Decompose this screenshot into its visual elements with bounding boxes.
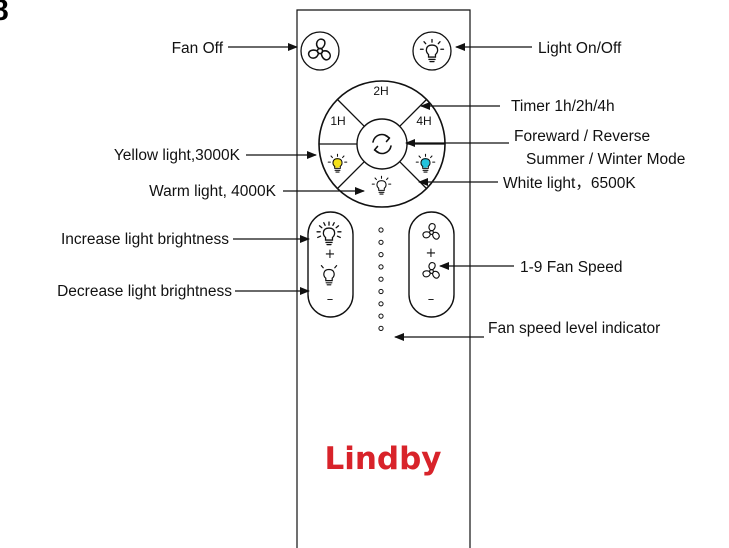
remote-body-outline (296, 9, 471, 548)
fan-off-button[interactable] (300, 31, 340, 71)
callout-fan-speed: 1-9 Fan Speed (520, 259, 623, 276)
speed-indicator-leds (378, 227, 384, 331)
speed-led-9 (378, 325, 384, 331)
callout-fan-off: Fan Off (172, 40, 224, 57)
callout-timer: Timer 1h/2h/4h (511, 98, 615, 115)
speed-led-5 (378, 276, 384, 282)
yellow-light-button[interactable] (327, 153, 348, 173)
callout-increase-brightness: Increase light brightness (61, 231, 229, 248)
timer-2h-button[interactable]: 2H (373, 84, 388, 98)
fan-speed-rocker: + – (408, 211, 455, 318)
speed-led-8 (378, 313, 384, 319)
white-bulb-fill (420, 158, 430, 168)
brand-logo: Lindby (324, 441, 441, 477)
speed-led-7 (378, 301, 384, 307)
callout-yellow-light: Yellow light,3000K (114, 147, 241, 164)
brightness-up-button[interactable]: + (316, 221, 342, 262)
control-ring (318, 80, 446, 208)
callout-decrease-brightness: Decrease light brightness (57, 283, 232, 300)
callout-reverse-line2: Summer / Winter Mode (526, 151, 685, 168)
fan-speed-down-button[interactable]: – (421, 262, 442, 307)
brightness-down-button[interactable]: – (320, 265, 338, 307)
callout-speed-indicator: Fan speed level indicator (488, 320, 660, 337)
brightness-rocker: + – (307, 211, 354, 318)
timer-4h-button[interactable]: 4H (416, 114, 431, 128)
speed-led-3 (378, 252, 384, 258)
white-light-button[interactable] (415, 153, 436, 173)
plus-sign: + (325, 247, 336, 262)
light-toggle-button[interactable] (412, 31, 452, 71)
speed-led-1 (378, 227, 384, 233)
callout-light-on-off: Light On/Off (538, 40, 622, 57)
plus-sign: + (426, 246, 437, 261)
callout-warm-light: Warm light, 4000K (149, 183, 277, 200)
callout-reverse-line1: Foreward / Reverse (514, 128, 650, 145)
speed-led-2 (378, 239, 384, 245)
fan-speed-up-button[interactable]: + (421, 223, 442, 261)
minus-sign: – (428, 292, 435, 307)
yellow-bulb-fill (332, 158, 342, 168)
figure-number: 8 (0, 0, 9, 27)
callout-arrows (228, 43, 532, 341)
speed-led-6 (378, 288, 384, 295)
timer-1h-button[interactable]: 1H (330, 114, 345, 128)
speed-led-4 (378, 264, 384, 270)
minus-sign: – (327, 292, 334, 307)
callout-white-light: White light，6500K (503, 175, 636, 192)
